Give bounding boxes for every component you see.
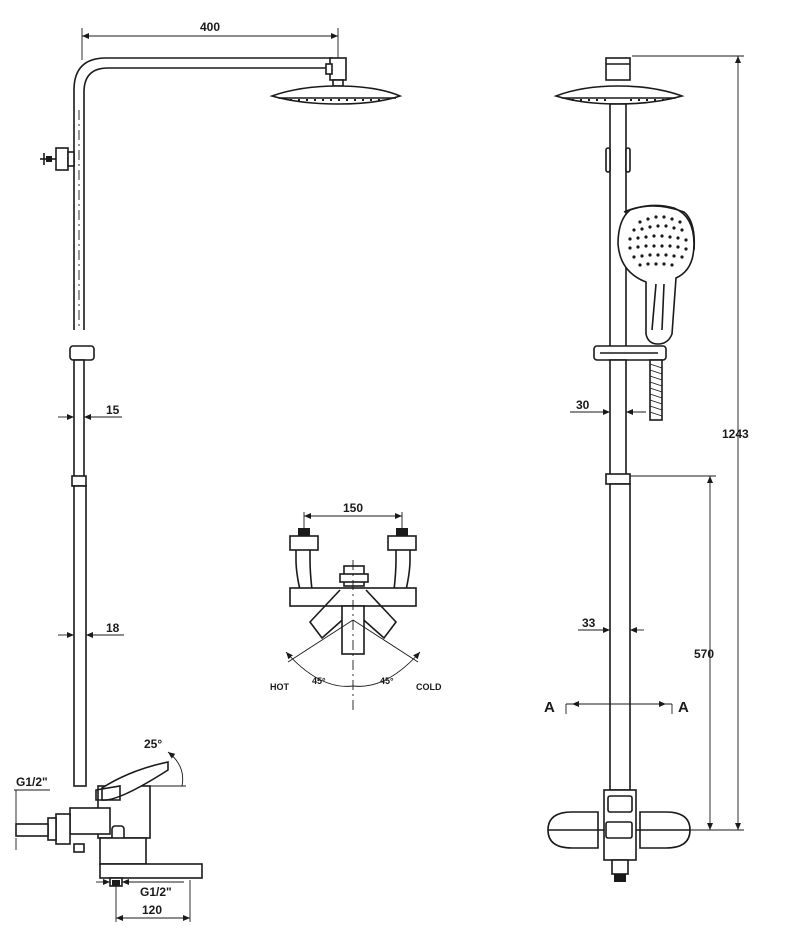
pipe-width-label: 33	[582, 616, 596, 630]
mixer-side-view	[15, 761, 203, 887]
spout-thread-dimension: G1/2"	[96, 879, 184, 899]
rail-width-label: 30	[576, 398, 590, 412]
pipe-joint	[71, 475, 87, 487]
top-connector	[605, 57, 631, 81]
upper-riser-pipe	[73, 359, 85, 479]
pipe-joint-side	[605, 473, 631, 485]
lower-pipe-diameter-label: 18	[106, 621, 120, 635]
slider-holder	[69, 345, 95, 361]
front-view: 400	[14, 20, 403, 922]
hot-angle-label: 45°	[312, 676, 326, 686]
wall-bracket	[40, 147, 75, 171]
section-label-right: A	[678, 699, 689, 716]
lower-height-label: 570	[694, 647, 714, 661]
arm-length-dimension: 400	[81, 20, 339, 60]
section-label-left: A	[544, 699, 555, 716]
shower-arm	[73, 57, 333, 330]
lever-angle-dimension: 25°	[144, 737, 186, 787]
lower-pipe-diameter-dimension: 18	[58, 621, 124, 638]
mixer-front-view	[547, 789, 691, 882]
upper-pipe-diameter-label: 15	[106, 403, 120, 417]
upper-pipe-diameter-dimension: 15	[58, 403, 122, 420]
inlet-thread-dimension: G1/2"	[14, 775, 50, 850]
arm-length-label: 400	[200, 20, 220, 34]
inlet-spacing-label: 150	[343, 501, 363, 515]
spout-length-dimension: 120	[115, 880, 191, 922]
hand-shower	[617, 204, 696, 345]
overhead-shower-head-side	[553, 85, 685, 105]
cold-angle-label: 45°	[380, 676, 394, 686]
lever-angle-label: 25°	[144, 737, 162, 751]
spout-length-label: 120	[142, 903, 162, 917]
slide-rail	[609, 359, 627, 477]
cold-label: COLD	[416, 682, 442, 692]
overhead-shower-head	[269, 85, 403, 105]
inlet-thread-label: G1/2"	[16, 775, 48, 789]
hot-label: HOT	[270, 682, 290, 692]
mixer-top-view: 150 HOT 45° 45° COLD	[270, 501, 442, 712]
spout-thread-label: G1/2"	[140, 885, 172, 899]
lower-riser-side	[609, 483, 631, 791]
side-view: 1243	[544, 55, 749, 882]
lower-riser-pipe	[73, 485, 87, 787]
section-marker: A A	[544, 699, 689, 716]
total-height-label: 1243	[722, 427, 749, 441]
